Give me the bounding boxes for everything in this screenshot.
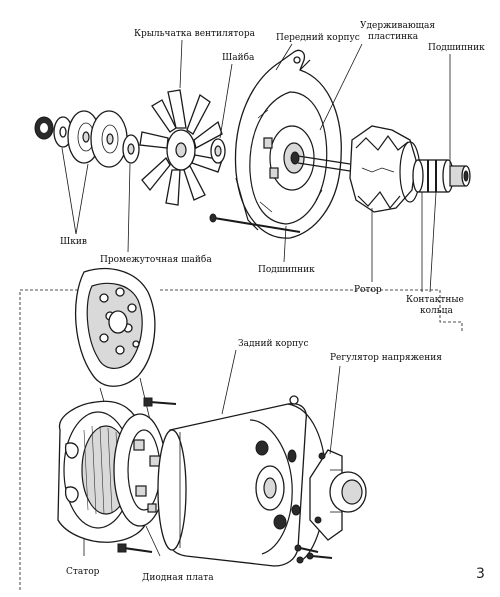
label-front-housing: Передний корпус [276, 33, 360, 43]
bolt-upper [143, 397, 177, 407]
washer [210, 138, 226, 164]
label-pulley: Шкив [60, 237, 87, 247]
label-diode-plate: Диодная плата [142, 573, 214, 583]
rear-bolt-2 [306, 552, 333, 560]
slip-rings [412, 159, 454, 193]
diode-plate-inset [75, 268, 156, 423]
assembly-divider [19, 289, 463, 590]
front-housing [234, 49, 342, 239]
rear-bolt-1 [294, 544, 319, 553]
labels: Крыльчатка вентилятора Шайба Передний ко… [60, 21, 485, 583]
rotor-shaft [297, 155, 351, 172]
rear-housing [157, 395, 327, 567]
label-retaining-plate: Удерживающая пластинка [360, 21, 438, 42]
spacer-washer [122, 134, 140, 164]
label-stator: Статор [66, 567, 100, 577]
label-rotor: Ротор [354, 285, 382, 295]
label-bearing-bottom: Подшипник [258, 265, 315, 275]
label-washer: Шайба [222, 52, 255, 63]
diode-plate [113, 413, 167, 527]
label-fan-impeller: Крыльчатка вентилятора [134, 29, 256, 39]
label-rear-housing: Задний корпус [238, 339, 309, 349]
bearing-top [449, 165, 471, 187]
label-voltage-regulator: Регулятор напряжения [330, 353, 442, 363]
pulley-nut [34, 116, 54, 140]
label-spacer-washer: Промежуточная шайба [100, 254, 212, 265]
rotor [349, 125, 421, 213]
label-bearing-top: Подшипник [428, 43, 485, 53]
voltage-regulator [309, 449, 367, 541]
page-number: 3 [476, 566, 485, 582]
leader-lines [61, 39, 451, 557]
label-slip-rings: Контактные кольца [406, 295, 467, 316]
fan-impeller [139, 89, 223, 206]
pulley-half-2 [90, 110, 128, 168]
bolt-lower [117, 543, 153, 553]
